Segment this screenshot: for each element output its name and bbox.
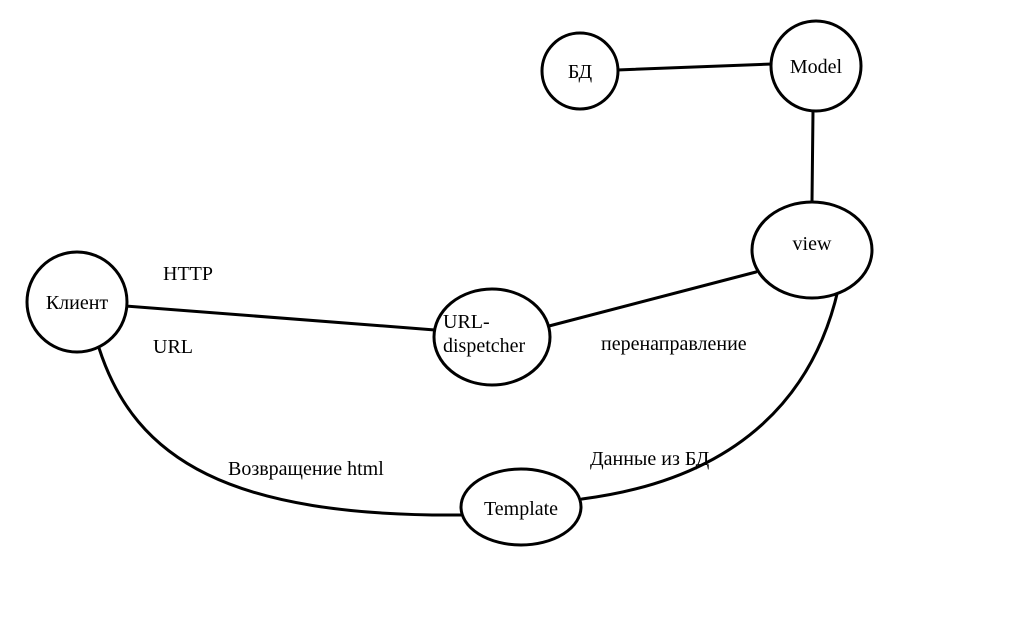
node-db-label: БД [568,61,593,83]
edge-label-http: HTTP [163,263,213,285]
node-view [750,200,874,300]
edge-label-url: URL [153,336,193,358]
edge-view-dispetcher [547,270,758,328]
node-client-label: Клиент [46,292,109,314]
node-client [25,250,129,354]
node-model [769,19,863,113]
edge-db-model [615,62,774,72]
node-model-label: Model [790,56,843,78]
edge-label-return-html: Возвращение html [228,458,384,480]
node-db [540,31,620,111]
edge-client-dispetcher [124,304,437,332]
edge-label-data-from-db: Данные из БД [590,448,710,470]
edge-label-redirect: перенаправление [601,333,747,355]
edge-view-template [580,288,840,501]
node-url-dispetcher-label-line1: URL- [443,311,490,333]
node-view-label: view [793,233,832,255]
node-url-dispetcher [432,287,552,387]
edge-model-view [810,109,815,204]
node-template-label: Template [484,498,558,520]
node-url-dispetcher-label-line2: dispetcher [443,335,526,357]
edge-client-template [97,346,464,517]
node-template [459,467,583,547]
